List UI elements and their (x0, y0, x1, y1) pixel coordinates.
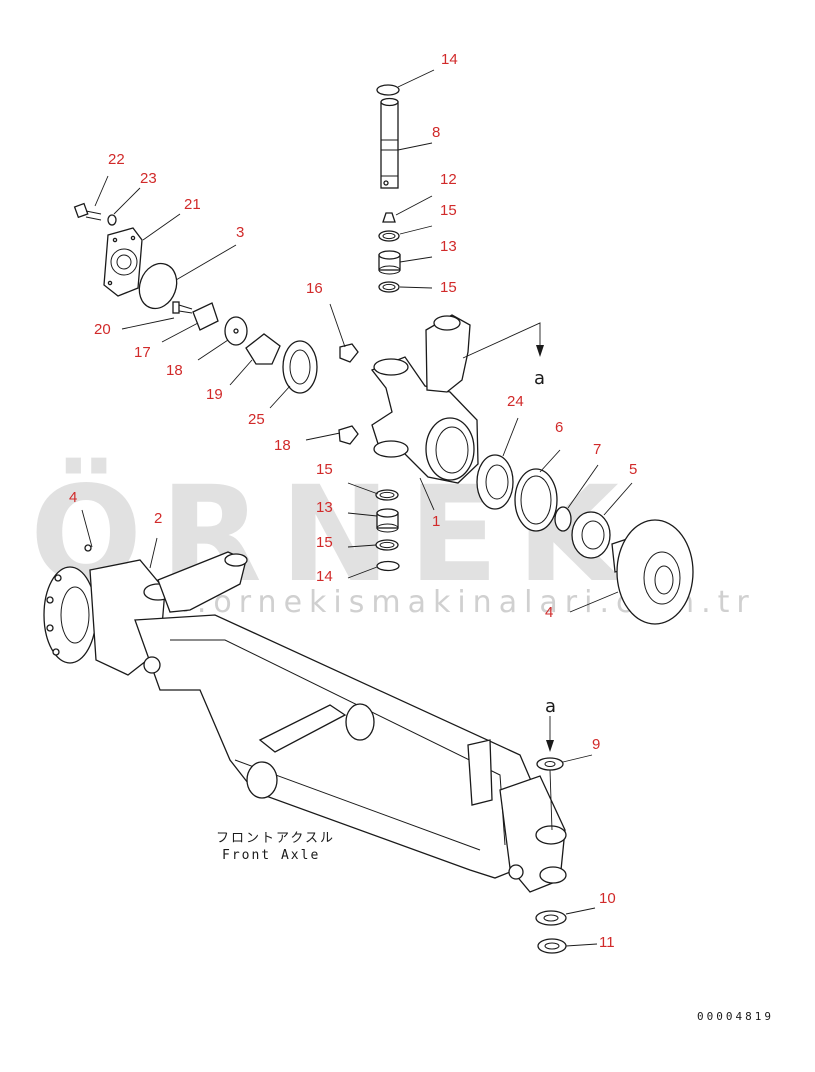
caption-japanese: フロントアクスル (216, 831, 335, 846)
callout-15: 15 (440, 279, 457, 296)
bolt-22 (73, 202, 102, 221)
callout-4: 4 (545, 604, 553, 621)
main-beam (134, 614, 536, 879)
kingpin-8 (380, 97, 399, 189)
callout-18: 18 (274, 437, 291, 454)
nut-11 (537, 938, 567, 954)
hub-4-right (611, 519, 694, 625)
caption-english: Front Axle (222, 848, 320, 863)
callout-2: 2 (154, 510, 162, 527)
callout-9: 9 (592, 736, 600, 753)
cover-group (73, 202, 359, 445)
callout-19: 19 (206, 386, 223, 403)
callout-11: 11 (599, 934, 615, 951)
kingpin-stack (376, 84, 401, 293)
lower-stack (375, 489, 400, 572)
hub-group (476, 454, 694, 625)
bearing-10 (535, 910, 567, 926)
washer-9 (536, 757, 564, 771)
bearing-5 (571, 511, 611, 559)
callout-6: 6 (555, 419, 563, 436)
callout-17: 17 (134, 344, 151, 361)
plate-21 (103, 227, 143, 297)
caption: フロントアクスル Front Axle (216, 831, 335, 863)
shim-15-d (375, 539, 399, 551)
bearing-24 (476, 454, 514, 510)
washer-23 (107, 214, 117, 226)
cap-14-bottom (376, 560, 400, 572)
section-marker-bottom: a (545, 696, 556, 831)
fitting-18-b (338, 425, 359, 445)
callout-25: 25 (248, 411, 265, 428)
shim-15-b (378, 281, 400, 293)
section-marker-top: a (462, 322, 545, 389)
bracket-17 (192, 302, 219, 331)
callout-24: 24 (507, 393, 524, 410)
disc-18-a (224, 316, 248, 346)
callout-20: 20 (94, 321, 111, 338)
callout-15: 15 (440, 202, 457, 219)
seal-6 (514, 468, 558, 532)
callout-10: 10 (599, 890, 616, 907)
callout-13: 13 (440, 238, 457, 255)
callout-3: 3 (236, 224, 244, 241)
leader-lines (81, 69, 633, 947)
callout-18: 18 (166, 362, 183, 379)
callout-15: 15 (316, 461, 333, 478)
fitting-16 (339, 343, 359, 363)
callout-12: 12 (440, 171, 457, 188)
callout-23: 23 (140, 170, 157, 187)
callout-16: 16 (306, 280, 323, 297)
callout-13: 13 (316, 499, 333, 516)
section-letter-top: a (534, 368, 545, 389)
o-ring-3 (138, 262, 178, 310)
hub-4-left (43, 544, 97, 664)
clip-19 (245, 333, 281, 365)
callout-1: 1 (432, 513, 440, 530)
callout-14: 14 (441, 51, 458, 68)
callout-numbers: 14 8 12 15 13 15 22 23 21 3 16 20 17 18 … (69, 51, 637, 951)
axle-housing (43, 544, 567, 893)
section-letter-bottom: a (545, 696, 556, 717)
callout-4: 4 (69, 489, 77, 506)
drawing-number: 00004819 (697, 1010, 774, 1023)
knuckle-1 (370, 314, 479, 484)
bushing-13-b (376, 508, 399, 533)
steering-arm-left (157, 551, 247, 613)
callout-5: 5 (629, 461, 637, 478)
callout-22: 22 (108, 151, 125, 168)
callout-21: 21 (184, 196, 201, 213)
callout-15: 15 (316, 534, 333, 551)
shim-15-a (378, 230, 400, 242)
callout-7: 7 (593, 441, 601, 458)
bolt-20 (172, 301, 193, 314)
ring-7 (554, 506, 572, 532)
cap-14-top (376, 84, 400, 96)
shim-15-c (375, 489, 399, 501)
callout-8: 8 (432, 124, 440, 141)
fitting-12 (382, 212, 396, 223)
ring-25 (282, 340, 318, 394)
callout-14: 14 (316, 568, 333, 585)
bushing-13-a (378, 250, 401, 275)
